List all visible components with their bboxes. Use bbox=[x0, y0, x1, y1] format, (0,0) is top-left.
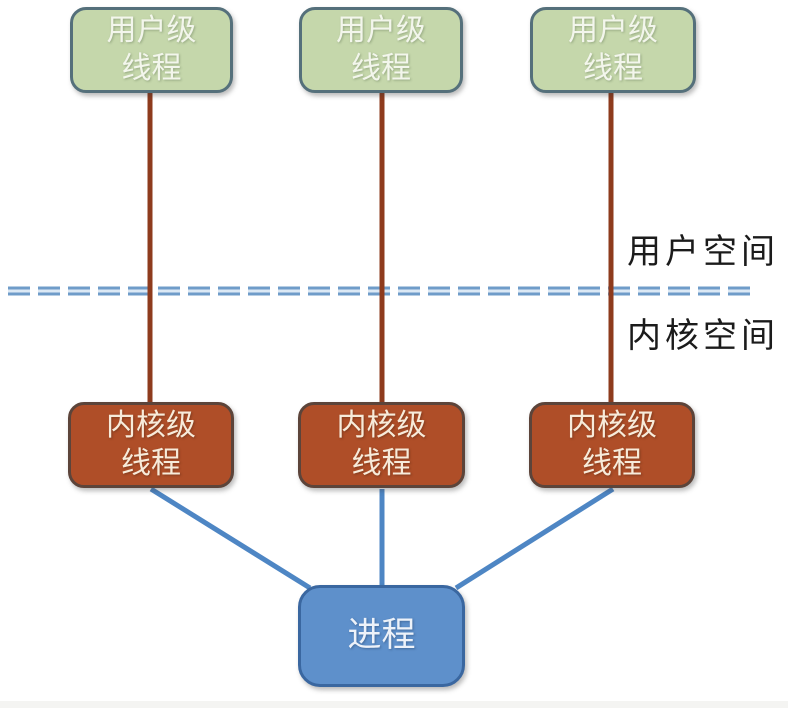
kernel-thread-node-1: 内核级 线程 bbox=[68, 402, 234, 488]
kernel-thread-node-3: 内核级 线程 bbox=[529, 402, 695, 488]
kernel-thread-label: 内核级 线程 bbox=[106, 408, 196, 480]
user-thread-node-1: 用户级 线程 bbox=[70, 7, 233, 93]
kernel-process-link-3 bbox=[454, 486, 615, 591]
kernel-thread-node-2: 内核级 线程 bbox=[298, 402, 465, 488]
process-node: 进程 bbox=[298, 585, 465, 687]
user-thread-node-3: 用户级 线程 bbox=[530, 7, 696, 93]
user-thread-label: 用户级 线程 bbox=[568, 13, 658, 85]
user-space-label: 用户空间 bbox=[627, 234, 779, 271]
kernel-space-label: 内核空间 bbox=[627, 318, 779, 355]
user-thread-label: 用户级 线程 bbox=[336, 13, 426, 85]
process-label: 进程 bbox=[347, 617, 416, 655]
user-thread-node-2: 用户级 线程 bbox=[299, 7, 463, 93]
bottom-edge-strip bbox=[0, 701, 788, 708]
user-thread-label: 用户级 线程 bbox=[106, 13, 197, 85]
kernel-thread-label: 内核级 线程 bbox=[336, 408, 427, 480]
kernel-thread-label: 内核级 线程 bbox=[567, 408, 657, 480]
kernel-process-link-1 bbox=[149, 486, 312, 591]
